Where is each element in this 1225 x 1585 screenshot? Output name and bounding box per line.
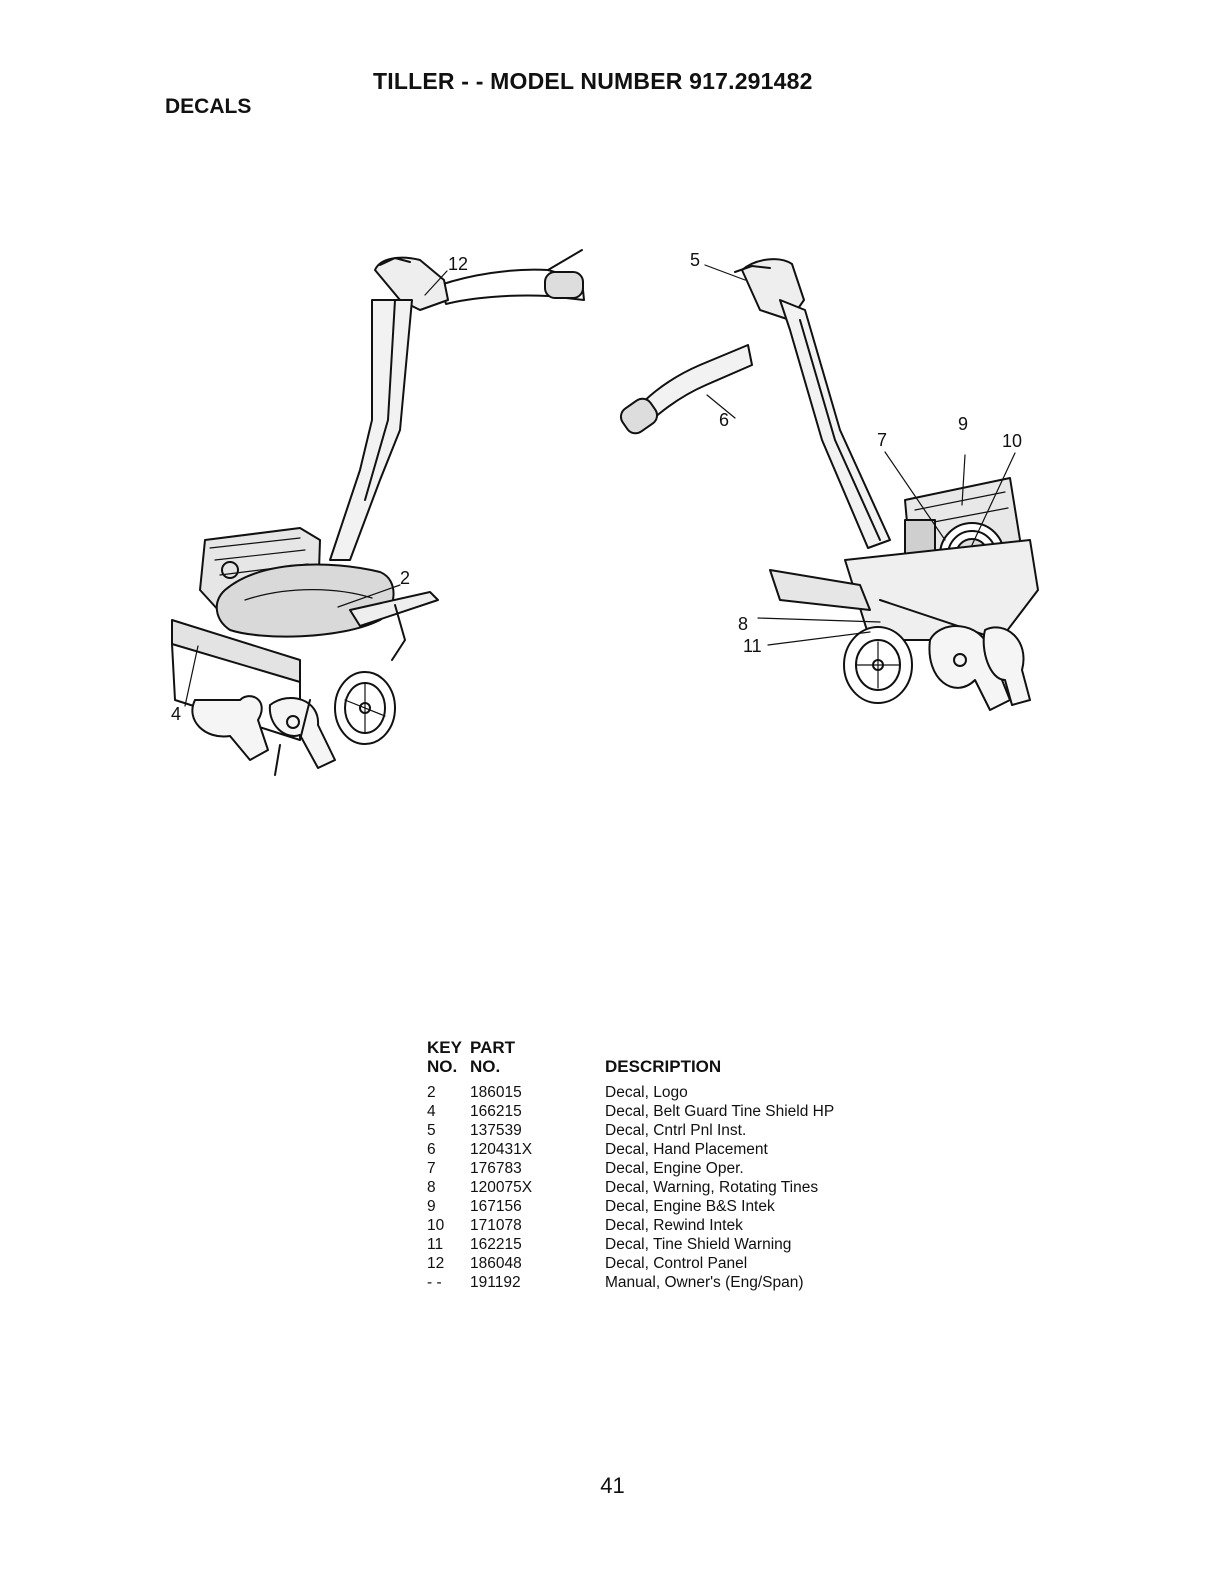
key-no: 8	[427, 1179, 436, 1196]
key-no: 6	[427, 1141, 436, 1158]
key-no: 12	[427, 1255, 445, 1272]
part-no: 167156	[470, 1198, 522, 1215]
description: Decal, Engine B&S Intek	[605, 1198, 775, 1215]
description: Decal, Engine Oper.	[605, 1160, 744, 1177]
tiller-right-view	[619, 258, 1039, 711]
key-no: 2	[427, 1084, 436, 1101]
callout-11: 11	[743, 636, 762, 656]
part-no: 137539	[470, 1122, 522, 1139]
description: Decal, Tine Shield Warning	[605, 1236, 792, 1253]
callout-7: 7	[877, 430, 887, 450]
description: Decal, Hand Placement	[605, 1141, 768, 1158]
callout-2: 2	[400, 568, 410, 588]
part-no: 162215	[470, 1236, 522, 1253]
callout-10: 10	[1002, 431, 1022, 451]
description: Decal, Cntrl Pnl Inst.	[605, 1122, 747, 1139]
key-no: 4	[427, 1103, 436, 1120]
part-no: 186048	[470, 1255, 522, 1272]
description: Decal, Warning, Rotating Tines	[605, 1179, 819, 1196]
key-no: 10	[427, 1217, 445, 1234]
description: Manual, Owner's (Eng/Span)	[605, 1274, 804, 1291]
callout-6: 6	[719, 410, 729, 430]
part-no: 120075X	[470, 1179, 533, 1196]
tiller-left-view	[171, 249, 585, 776]
callout-9: 9	[958, 414, 968, 434]
page-number: 41	[600, 1473, 625, 1498]
header-key-top: KEY	[427, 1038, 462, 1057]
part-no: 176783	[470, 1160, 522, 1177]
key-no: 11	[427, 1236, 444, 1253]
callout-4: 4	[171, 704, 181, 724]
key-no: 7	[427, 1160, 436, 1177]
callout-12: 12	[448, 254, 468, 274]
description: Decal, Logo	[605, 1084, 688, 1101]
header-description: DESCRIPTION	[605, 1057, 722, 1076]
part-no: 166215	[470, 1103, 522, 1120]
header-part-top: PART	[470, 1038, 516, 1057]
part-no: 191192	[470, 1274, 521, 1291]
callout-5: 5	[690, 250, 700, 270]
callout-8: 8	[738, 614, 748, 634]
header-key-bottom: NO.	[427, 1057, 458, 1076]
header-part-bottom: NO.	[470, 1057, 501, 1076]
key-no: 5	[427, 1122, 436, 1139]
key-no: 9	[427, 1198, 436, 1215]
section-heading: DECALS	[165, 95, 252, 118]
page-title: TILLER - - MODEL NUMBER 917.291482	[373, 68, 813, 94]
description: Decal, Belt Guard Tine Shield HP	[605, 1103, 835, 1120]
part-no: 186015	[470, 1084, 522, 1101]
key-no: - -	[427, 1274, 442, 1291]
description: Decal, Rewind Intek	[605, 1217, 743, 1234]
description: Decal, Control Panel	[605, 1255, 748, 1272]
part-no: 171078	[470, 1217, 522, 1234]
part-no: 120431X	[470, 1141, 533, 1158]
